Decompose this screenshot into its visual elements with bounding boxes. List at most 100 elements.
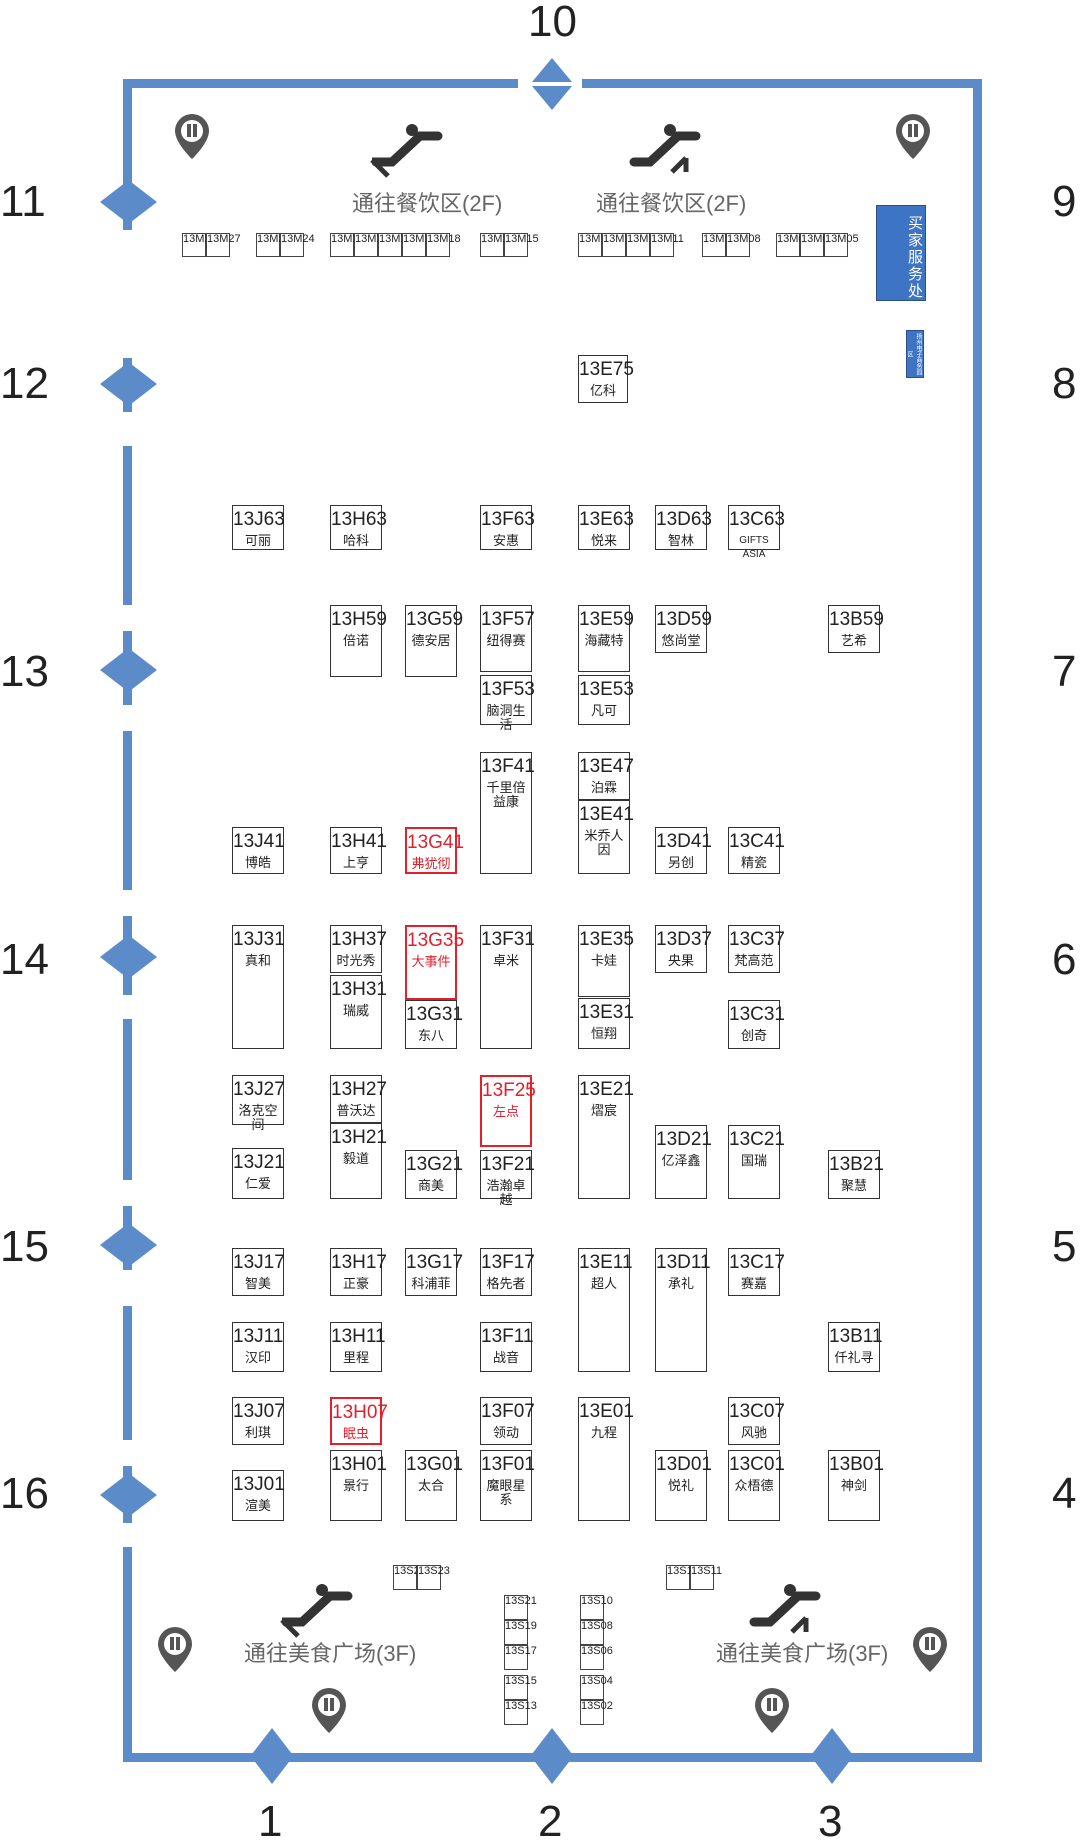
- booth-13m12[interactable]: 13M12: [626, 233, 661, 257]
- booth-13m08[interactable]: 13M08: [726, 233, 761, 257]
- booth-13s02[interactable]: 13S02: [580, 1700, 613, 1725]
- booth-13s11[interactable]: 13S11: [690, 1565, 722, 1590]
- booth-13m18[interactable]: 13M18: [426, 233, 461, 257]
- booth-13m24[interactable]: 13M24: [280, 233, 315, 257]
- booth-13s08[interactable]: 13S08: [580, 1620, 613, 1645]
- booth-13m11[interactable]: 13M11: [650, 233, 684, 257]
- booth-13m15[interactable]: 13M15: [504, 233, 539, 257]
- booth-13s21[interactable]: 13S21: [504, 1595, 537, 1620]
- buyer-service-desk[interactable]: 买家服务处: [876, 205, 926, 301]
- booth-13m28[interactable]: 13M28: [182, 233, 217, 257]
- booth-13m19[interactable]: 13M19: [402, 233, 437, 257]
- booth-13m07[interactable]: 13M07: [776, 233, 811, 257]
- booth-13s23[interactable]: 13S23: [417, 1565, 450, 1590]
- booth-13m14[interactable]: 13M14: [578, 233, 613, 257]
- booth-13s13[interactable]: 13S13: [504, 1700, 537, 1725]
- booth-13s24[interactable]: 13S24: [393, 1565, 426, 1590]
- booth-13s19[interactable]: 13S19: [504, 1620, 537, 1645]
- booth-13m21[interactable]: 13M21: [354, 233, 389, 257]
- booth-13m05[interactable]: 13M05: [824, 233, 859, 257]
- booth-13s15[interactable]: 13S15: [504, 1675, 537, 1700]
- booth-13s06[interactable]: 13S06: [580, 1645, 613, 1670]
- booth-13s04[interactable]: 13S04: [580, 1675, 613, 1700]
- booth-13s12[interactable]: 13S12: [666, 1565, 699, 1590]
- booth-13m22[interactable]: 13M22: [330, 233, 365, 257]
- booth-13m06[interactable]: 13M06: [800, 233, 835, 257]
- booth-13m13[interactable]: 13M13: [602, 233, 637, 257]
- booth-13m16[interactable]: 13M16: [480, 233, 515, 257]
- booth-13m26[interactable]: 13M26: [256, 233, 291, 257]
- booth-13s17[interactable]: 13S17: [504, 1645, 537, 1670]
- booth-13s10[interactable]: 13S10: [580, 1595, 613, 1620]
- booth-13m20[interactable]: 13M20: [378, 233, 413, 257]
- booth-13m27[interactable]: 13M27: [206, 233, 241, 257]
- booth-13m10[interactable]: 13M10: [702, 233, 737, 257]
